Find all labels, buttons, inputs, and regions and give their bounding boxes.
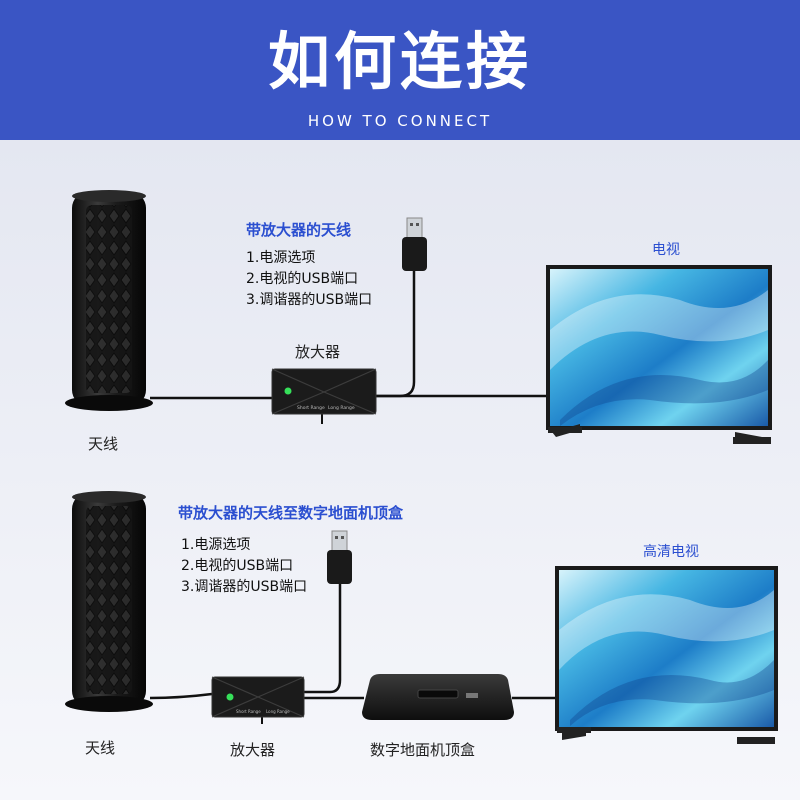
amp-switch-long-label: Long Range [266, 709, 290, 714]
scenario-2-settop-box [362, 674, 514, 720]
scenario-1-amplifier: Short Range Long Range [272, 369, 376, 414]
scenario-1-amplifier-label: 放大器 [295, 341, 340, 362]
scenario-1-step-3: 3.调谐器的USB端口 [246, 290, 372, 311]
amp-switch-short-label: Short Range [297, 405, 325, 411]
scenario-1-tv-label: 电视 [652, 239, 680, 259]
scenario-1-usb-plug [402, 218, 427, 271]
scenario-2-step-2: 2.电视的USB端口 [181, 556, 307, 577]
scenario-2-steps: 1.电源选项 2.电视的USB端口 3.调谐器的USB端口 [181, 535, 307, 598]
amp-switch-short-label: Short Range [236, 709, 261, 714]
scenario-1-antenna-label: 天线 [88, 433, 118, 454]
scenario-1-step-1: 1.电源选项 [246, 248, 372, 269]
scenario-1-heading: 带放大器的天线 [246, 219, 351, 240]
scenario-2-amplifier-label: 放大器 [230, 739, 275, 760]
scenario-2-step-3: 3.调谐器的USB端口 [181, 577, 307, 598]
scenario-2-step-1: 1.电源选项 [181, 535, 307, 556]
scenario-1-steps: 1.电源选项 2.电视的USB端口 3.调谐器的USB端口 [246, 248, 372, 311]
scenario-2-settop-label: 数字地面机顶盒 [370, 739, 475, 760]
scenario-2-tv-label: 高清电视 [643, 541, 699, 561]
scenario-1-step-2: 2.电视的USB端口 [246, 269, 372, 290]
scenario-2-antenna-label: 天线 [85, 737, 115, 758]
scenario-1-tv [546, 265, 772, 444]
scenario-2-usb-plug [327, 531, 352, 584]
scenario-1-antenna [65, 190, 153, 411]
amp-switch-long-label: Long Range [328, 405, 355, 411]
scenario-2-tv [555, 566, 778, 744]
scenario-2-antenna [65, 491, 153, 712]
scenario-2-heading: 带放大器的天线至数字地面机顶盒 [178, 502, 403, 523]
scenario-2-amplifier: Short Range Long Range [212, 677, 304, 717]
